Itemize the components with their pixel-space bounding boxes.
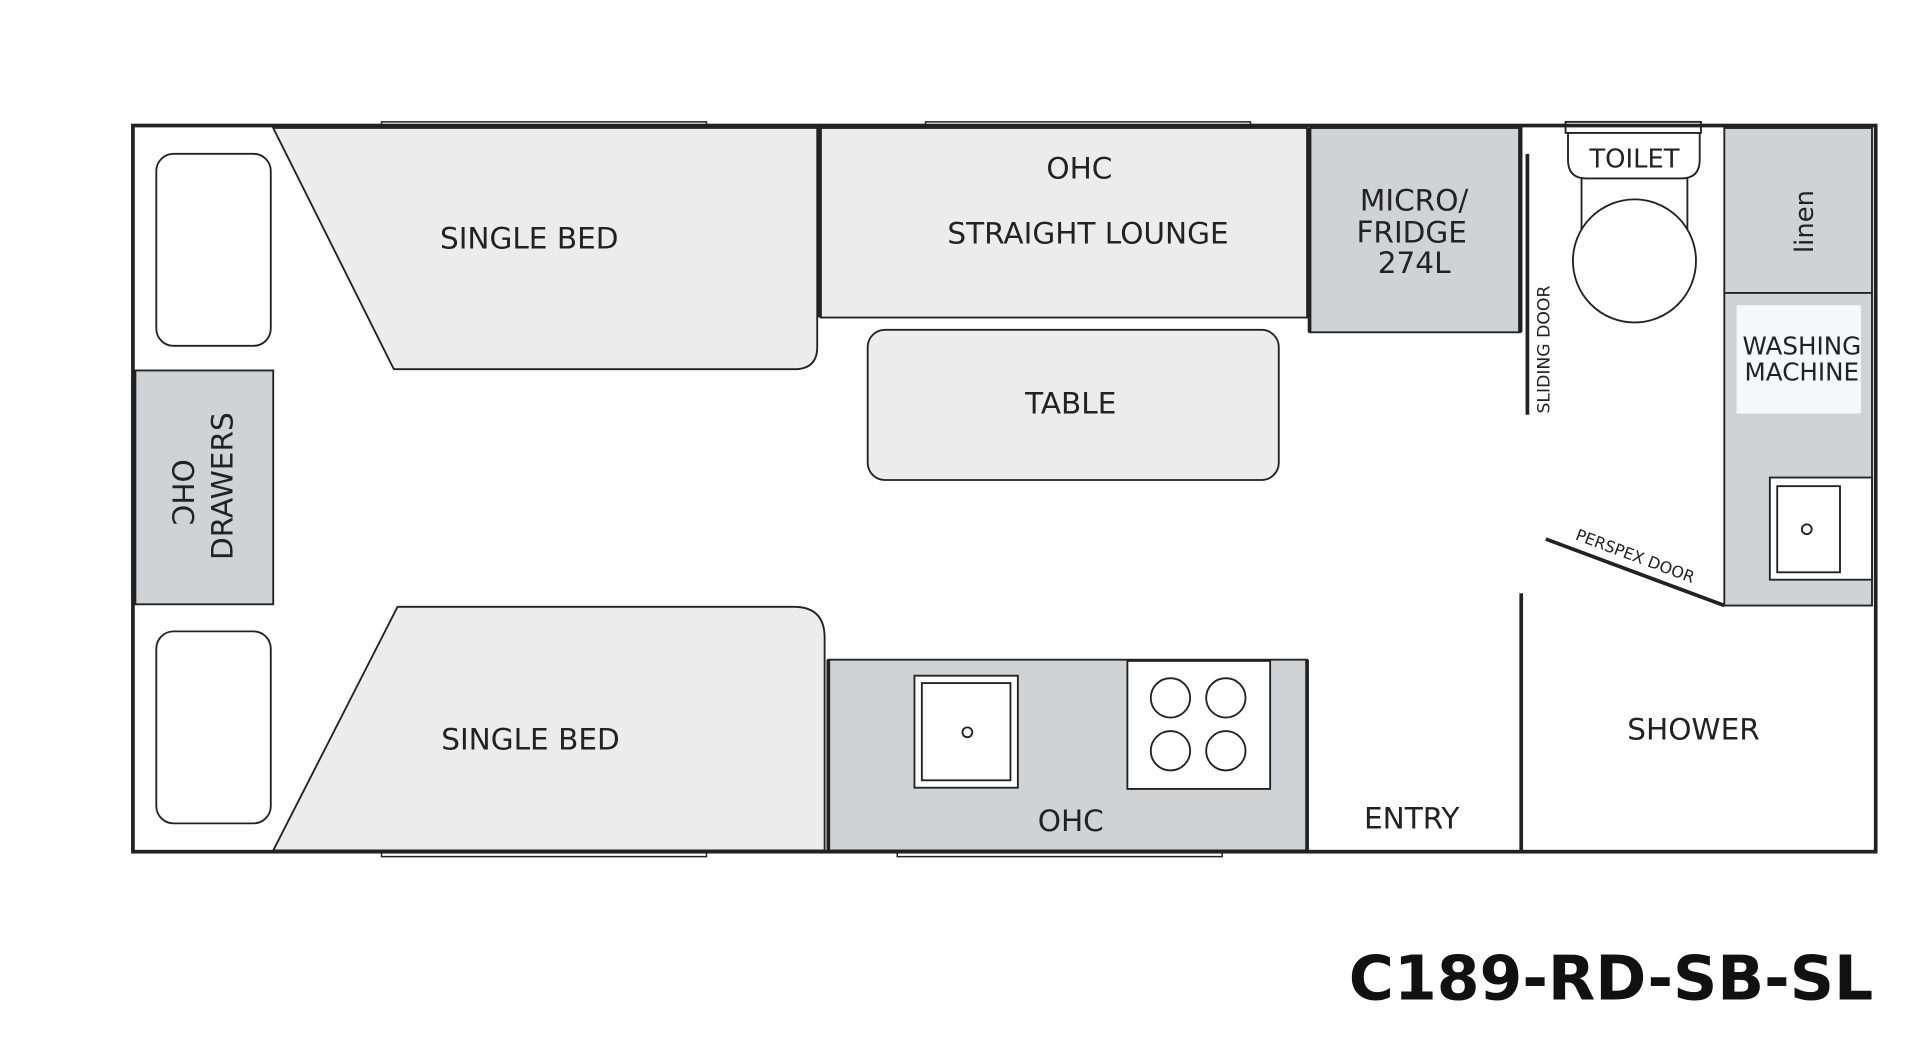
pillow-bottom (155, 630, 272, 825)
fridge-label-3: 274L (1378, 246, 1451, 280)
entry-label: ENTRY (1364, 801, 1460, 835)
perspex-door (1545, 537, 1725, 608)
fridge-label-1: MICRO/ (1360, 183, 1469, 217)
micro-fridge (1308, 127, 1521, 334)
linen-label: linen (1790, 190, 1820, 253)
sliding-door-label: SLIDING DOOR (1535, 286, 1555, 414)
drawers-label: DRAWERS (206, 412, 240, 560)
single-bed-bottom-label: SINGLE BED (441, 723, 620, 757)
table-label: TABLE (1024, 387, 1116, 421)
washing-label-2: MACHINE (1745, 357, 1860, 386)
linen-cupboard (1723, 127, 1873, 294)
burner-icon (1205, 677, 1247, 719)
model-code: C189-RD-SB-SL (1349, 942, 1873, 1014)
basin-drain-icon (1800, 523, 1813, 536)
cooktop (1126, 660, 1272, 790)
toilet-sides (1580, 178, 1689, 234)
shower-label: SHOWER (1627, 713, 1760, 747)
washing-machine (1736, 305, 1861, 414)
sink-drain-icon (961, 726, 974, 739)
pillow-top (155, 152, 272, 347)
toilet-bowl (1572, 198, 1697, 324)
burner-icon (1149, 677, 1192, 719)
table (866, 328, 1280, 481)
burner-icon (1205, 730, 1247, 772)
fridge-label-2: FRIDGE (1356, 215, 1466, 249)
toilet-tank (1567, 132, 1701, 180)
caravan-outline (131, 123, 1878, 854)
ohc-left-label: OHC (165, 459, 199, 525)
single-bed-top (271, 127, 819, 371)
toilet-label: TOILET (1588, 144, 1679, 174)
straight-lounge (820, 127, 1308, 319)
lounge-ohc-label: OHC (1046, 151, 1112, 185)
burner-icon (1149, 730, 1192, 772)
single-bed-top-label: SINGLE BED (440, 222, 618, 256)
kitchen-ohc-label: OHC (1038, 804, 1104, 838)
single-bed-bottom (271, 605, 826, 852)
washing-label-1: WASHING (1743, 331, 1862, 360)
lounge-label: STRAIGHT LOUNGE (947, 217, 1228, 251)
drawers-ohc-block (134, 369, 275, 606)
